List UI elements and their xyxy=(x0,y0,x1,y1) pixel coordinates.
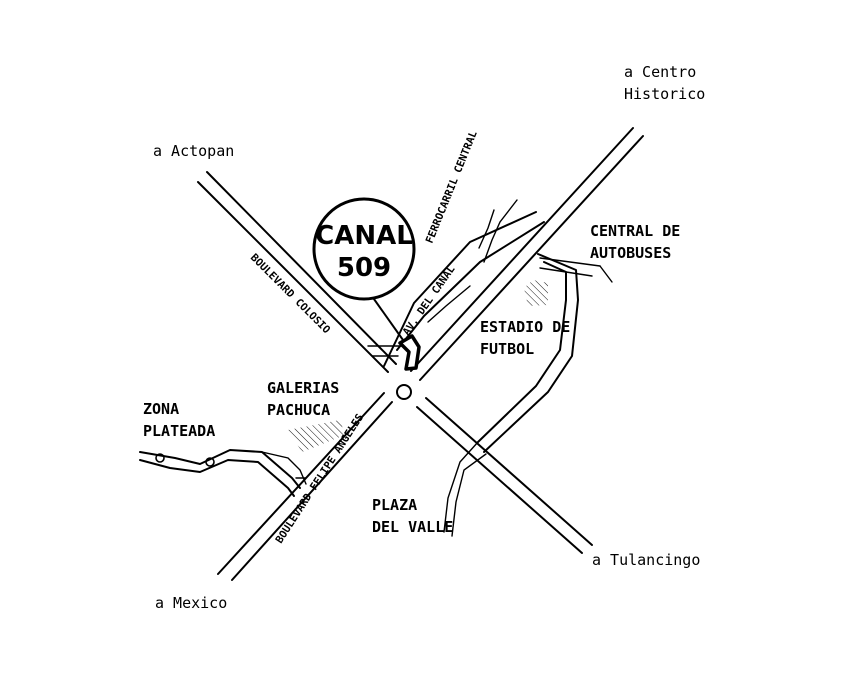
logo-line-2: 509 xyxy=(337,253,391,283)
direction-mexico: a Mexico xyxy=(155,594,227,612)
place-galerias-line2: PACHUCA xyxy=(267,401,330,419)
street-label-av-del-canal: AV. DEL CANAL xyxy=(401,264,458,338)
place-estadio-line1: ESTADIO DE xyxy=(480,318,570,336)
place-zona-line2: PLATEADA xyxy=(143,422,215,440)
canal-509-location-marker xyxy=(368,291,421,371)
place-galerias-line1: GALERIAS xyxy=(267,379,339,397)
stadium-block xyxy=(443,253,613,537)
direction-actopan: a Actopan xyxy=(153,142,234,160)
place-plaza-line2: DEL VALLE xyxy=(372,518,453,536)
road-boulevard-felipe-angeles xyxy=(217,127,644,581)
road-boulevard-colosio xyxy=(197,171,593,554)
logo-line-1: CANAL xyxy=(315,221,413,251)
canal-509-logo: CANAL 509 xyxy=(312,197,416,301)
place-plaza-line1: PLAZA xyxy=(372,496,417,514)
place-central-line1: CENTRAL DE xyxy=(590,222,680,240)
road-zona-plateada xyxy=(139,449,307,497)
roundabout xyxy=(396,384,412,400)
place-estadio-line2: FUTBOL xyxy=(480,340,534,358)
direction-centro-line1: a Centro xyxy=(624,63,696,81)
place-central-line2: AUTOBUSES xyxy=(590,244,671,262)
hatched-area-stadium xyxy=(524,280,548,306)
place-zona-line1: ZONA xyxy=(143,400,179,418)
direction-tulancingo: a Tulancingo xyxy=(592,551,700,569)
direction-centro-line2: Historico xyxy=(624,85,705,103)
hatched-area-galerias xyxy=(288,420,345,452)
street-label-ferrocarril-central: FERROCARRIL CENTRAL xyxy=(424,129,480,245)
